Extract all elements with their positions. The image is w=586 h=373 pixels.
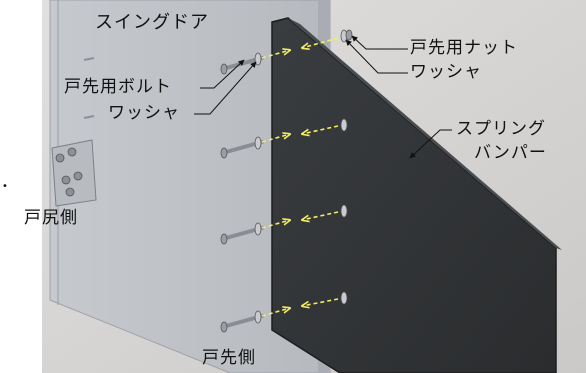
- swing-door-label: スイングドア: [95, 12, 209, 33]
- hinge-side-label: 戸尻側: [24, 208, 78, 228]
- guide-arrows: [261, 37, 339, 317]
- door-nut-label: 戸先用ナット: [410, 38, 518, 58]
- hinge-bracket: [51, 57, 97, 207]
- bolt-set-4: [220, 291, 348, 333]
- door-bolt-label: 戸先用ボルト: [64, 77, 172, 97]
- leading-side-label: 戸先側: [202, 348, 256, 368]
- edge-mark: •: [2, 181, 9, 192]
- spring-bumper-face: [288, 18, 562, 250]
- swing-door-panel: [49, 0, 331, 373]
- leader-lines: [194, 35, 452, 159]
- washer-right-label: ワッシャ: [410, 62, 482, 82]
- bolt-set-3: [220, 204, 348, 245]
- washer-left-label: ワッシャ: [108, 103, 180, 123]
- bolt-set-2: [220, 118, 348, 159]
- spring-bumper-label-line1: スプリング: [456, 119, 546, 139]
- spring-bumper-label-line2: バンパー: [474, 143, 547, 163]
